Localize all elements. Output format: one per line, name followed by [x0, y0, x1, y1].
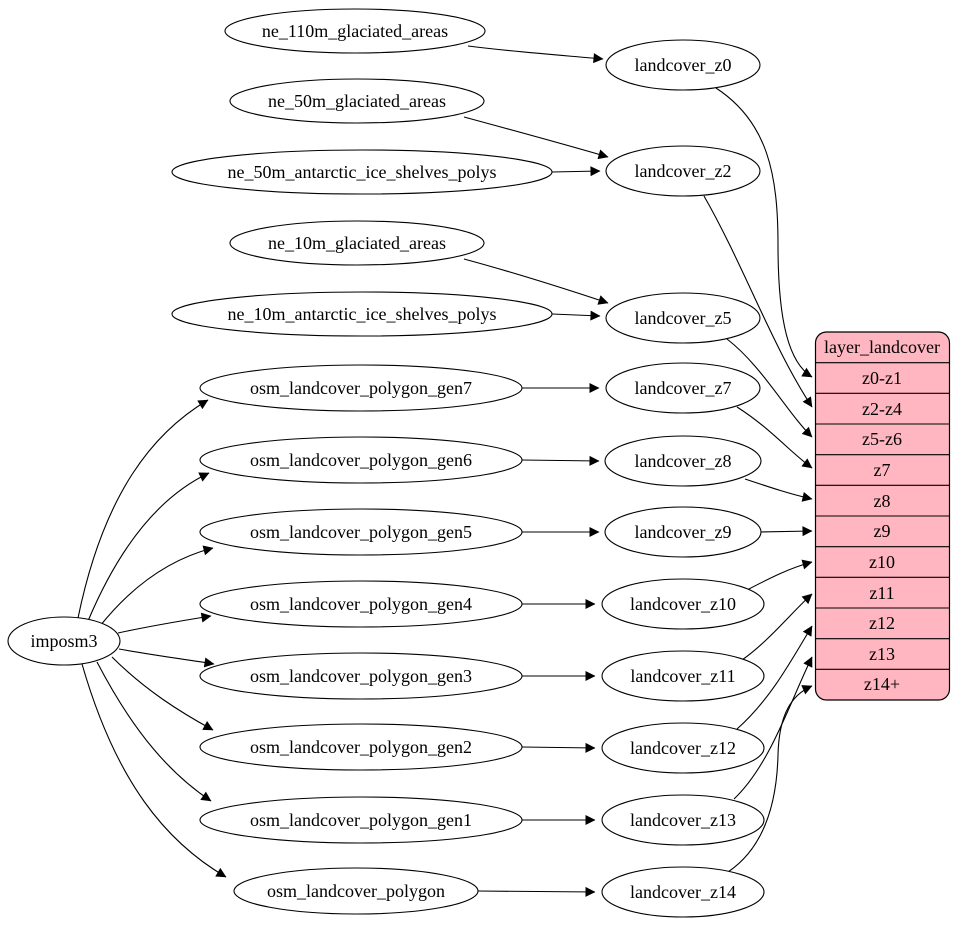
table-row-z10: z10	[869, 552, 895, 572]
edge-ne_110m_glaciated_areas-landcover_z0	[467, 45, 604, 64]
node-label: landcover_z2	[635, 161, 732, 181]
edge-group-importer	[77, 399, 227, 878]
table-row-z0-z1: z0-z1	[862, 368, 902, 388]
node-ne_110m_glaciated_areas: ne_110m_glaciated_areas	[224, 8, 486, 54]
node-ne_10m_antarctic_ice_shelves_polys: ne_10m_antarctic_ice_shelves_polys	[171, 291, 553, 337]
edge-landcover_z5-row-z5-z6	[726, 338, 813, 438]
node-landcover_z5: landcover_z5	[605, 292, 761, 344]
node-label: landcover_z7	[635, 378, 732, 398]
table-row-z14plus: z14+	[864, 674, 900, 694]
table-layer_landcover: layer_landcover z0-z1 z2-z4 z5-z6 z7 z8 …	[814, 331, 951, 701]
edge-landcover_z12-row-z12	[736, 625, 813, 730]
edge-osm_landcover_polygon_gen2-landcover_z12	[521, 742, 596, 753]
edge-imposm3-osm_landcover_polygon_gen5	[99, 545, 214, 627]
node-label: landcover_z0	[635, 55, 732, 75]
table-row-z7: z7	[874, 460, 891, 480]
node-label: osm_landcover_polygon_gen6	[250, 450, 472, 470]
table-row-z9: z9	[874, 521, 891, 541]
edge-landcover_z0-row-z0-z1	[715, 87, 813, 378]
node-osm_landcover_polygon_gen6: osm_landcover_polygon_gen6	[199, 436, 523, 484]
edge-osm_landcover_polygon_gen6-landcover_z8	[521, 455, 600, 466]
node-landcover_z13: landcover_z13	[601, 794, 765, 846]
edge-landcover_z13-row-z13	[733, 656, 813, 800]
edge-ne_50m_glaciated_areas-landcover_z2	[463, 116, 609, 160]
edge-imposm3-osm_landcover_polygon	[81, 663, 227, 878]
table-title: layer_landcover	[824, 337, 940, 357]
node-label: landcover_z12	[630, 738, 736, 758]
edge-landcover_z10-row-z10	[746, 559, 813, 591]
node-landcover_z12: landcover_z12	[601, 722, 765, 774]
node-osm_landcover_polygon_gen4: osm_landcover_polygon_gen4	[199, 580, 523, 628]
table-row-z12: z12	[869, 613, 895, 633]
edge-imposm3-osm_landcover_polygon_gen2	[111, 656, 214, 731]
node-label: landcover_z5	[635, 308, 732, 328]
node-label: landcover_z8	[635, 451, 732, 471]
edge-landcover_z7-row-z7	[736, 406, 813, 469]
edge-imposm3-osm_landcover_polygon_gen6	[87, 472, 210, 622]
edge-landcover_z9-row-z9	[760, 526, 813, 537]
table-row-z8: z8	[874, 491, 891, 511]
node-osm_landcover_polygon_gen2: osm_landcover_polygon_gen2	[199, 723, 523, 771]
node-landcover_z8: landcover_z8	[604, 435, 762, 487]
node-label: ne_10m_glaciated_areas	[268, 233, 446, 253]
node-landcover_z11: landcover_z11	[601, 650, 765, 702]
node-label: osm_landcover_polygon	[267, 881, 445, 901]
edge-group-sources	[463, 45, 609, 897]
edge-landcover_z14-row-z14plus	[727, 685, 813, 873]
node-label: osm_landcover_polygon_gen4	[250, 594, 472, 614]
table-row-z2-z4: z2-z4	[862, 399, 902, 419]
table-row-z13: z13	[869, 644, 895, 664]
node-label: ne_110m_glaciated_areas	[262, 21, 448, 41]
node-ne_10m_glaciated_areas: ne_10m_glaciated_areas	[229, 220, 485, 266]
node-label: osm_landcover_polygon_gen7	[250, 378, 472, 398]
node-imposm3: imposm3	[7, 616, 121, 666]
node-label: ne_10m_antarctic_ice_shelves_polys	[228, 304, 497, 324]
table-row-z5-z6: z5-z6	[862, 429, 902, 449]
edge-landcover_z8-row-z8	[744, 478, 813, 502]
node-osm_landcover_polygon: osm_landcover_polygon	[233, 867, 479, 915]
node-landcover_z10: landcover_z10	[601, 578, 765, 630]
edge-landcover_z2-row-z2-z4	[703, 195, 813, 408]
node-landcover_z14: landcover_z14	[601, 866, 765, 918]
node-landcover_z9: landcover_z9	[604, 506, 762, 558]
node-label: osm_landcover_polygon_gen2	[250, 737, 472, 757]
node-label: landcover_z14	[630, 882, 736, 902]
edge-imposm3-osm_landcover_polygon_gen3	[118, 648, 215, 668]
node-ne_50m_antarctic_ice_shelves_polys: ne_50m_antarctic_ice_shelves_polys	[171, 149, 553, 195]
edge-imposm3-osm_landcover_polygon_gen4	[117, 612, 212, 634]
node-label: ne_50m_antarctic_ice_shelves_polys	[228, 162, 497, 182]
node-label: landcover_z11	[630, 666, 735, 686]
node-landcover_z0: landcover_z0	[605, 39, 761, 91]
node-label: osm_landcover_polygon_gen1	[250, 810, 472, 830]
edge-imposm3-osm_landcover_polygon_gen7	[77, 399, 209, 619]
node-landcover_z7: landcover_z7	[605, 362, 761, 414]
node-label: ne_50m_glaciated_areas	[268, 91, 446, 111]
node-label: osm_landcover_polygon_gen3	[250, 666, 472, 686]
node-label: landcover_z10	[630, 594, 736, 614]
edge-landcover_z11-row-z11	[741, 593, 813, 661]
table-row-z11: z11	[869, 583, 894, 603]
edge-ne_10m_glaciated_areas-landcover_z5	[463, 258, 609, 305]
node-label: landcover_z13	[630, 810, 736, 830]
node-osm_landcover_polygon_gen7: osm_landcover_polygon_gen7	[199, 364, 523, 412]
node-ne_50m_glaciated_areas: ne_50m_glaciated_areas	[229, 78, 485, 124]
edge-group-table	[703, 87, 813, 873]
node-osm_landcover_polygon_gen3: osm_landcover_polygon_gen3	[199, 652, 523, 700]
edge-ne_10m_antarctic_ice_shelves_polys-landcover_z5	[551, 310, 601, 321]
edge-imposm3-osm_landcover_polygon_gen1	[96, 661, 212, 802]
node-label: osm_landcover_polygon_gen5	[250, 522, 472, 542]
edge-osm_landcover_polygon-landcover_z14	[477, 886, 596, 897]
node-label: landcover_z9	[635, 522, 732, 542]
node-landcover_z2: landcover_z2	[605, 145, 761, 197]
edge-ne_50m_antarctic_ice_shelves_polys-landcover_z2	[551, 166, 601, 177]
node-imposm3-label: imposm3	[30, 631, 97, 651]
node-osm_landcover_polygon_gen5: osm_landcover_polygon_gen5	[199, 508, 523, 556]
node-osm_landcover_polygon_gen1: osm_landcover_polygon_gen1	[199, 796, 523, 844]
